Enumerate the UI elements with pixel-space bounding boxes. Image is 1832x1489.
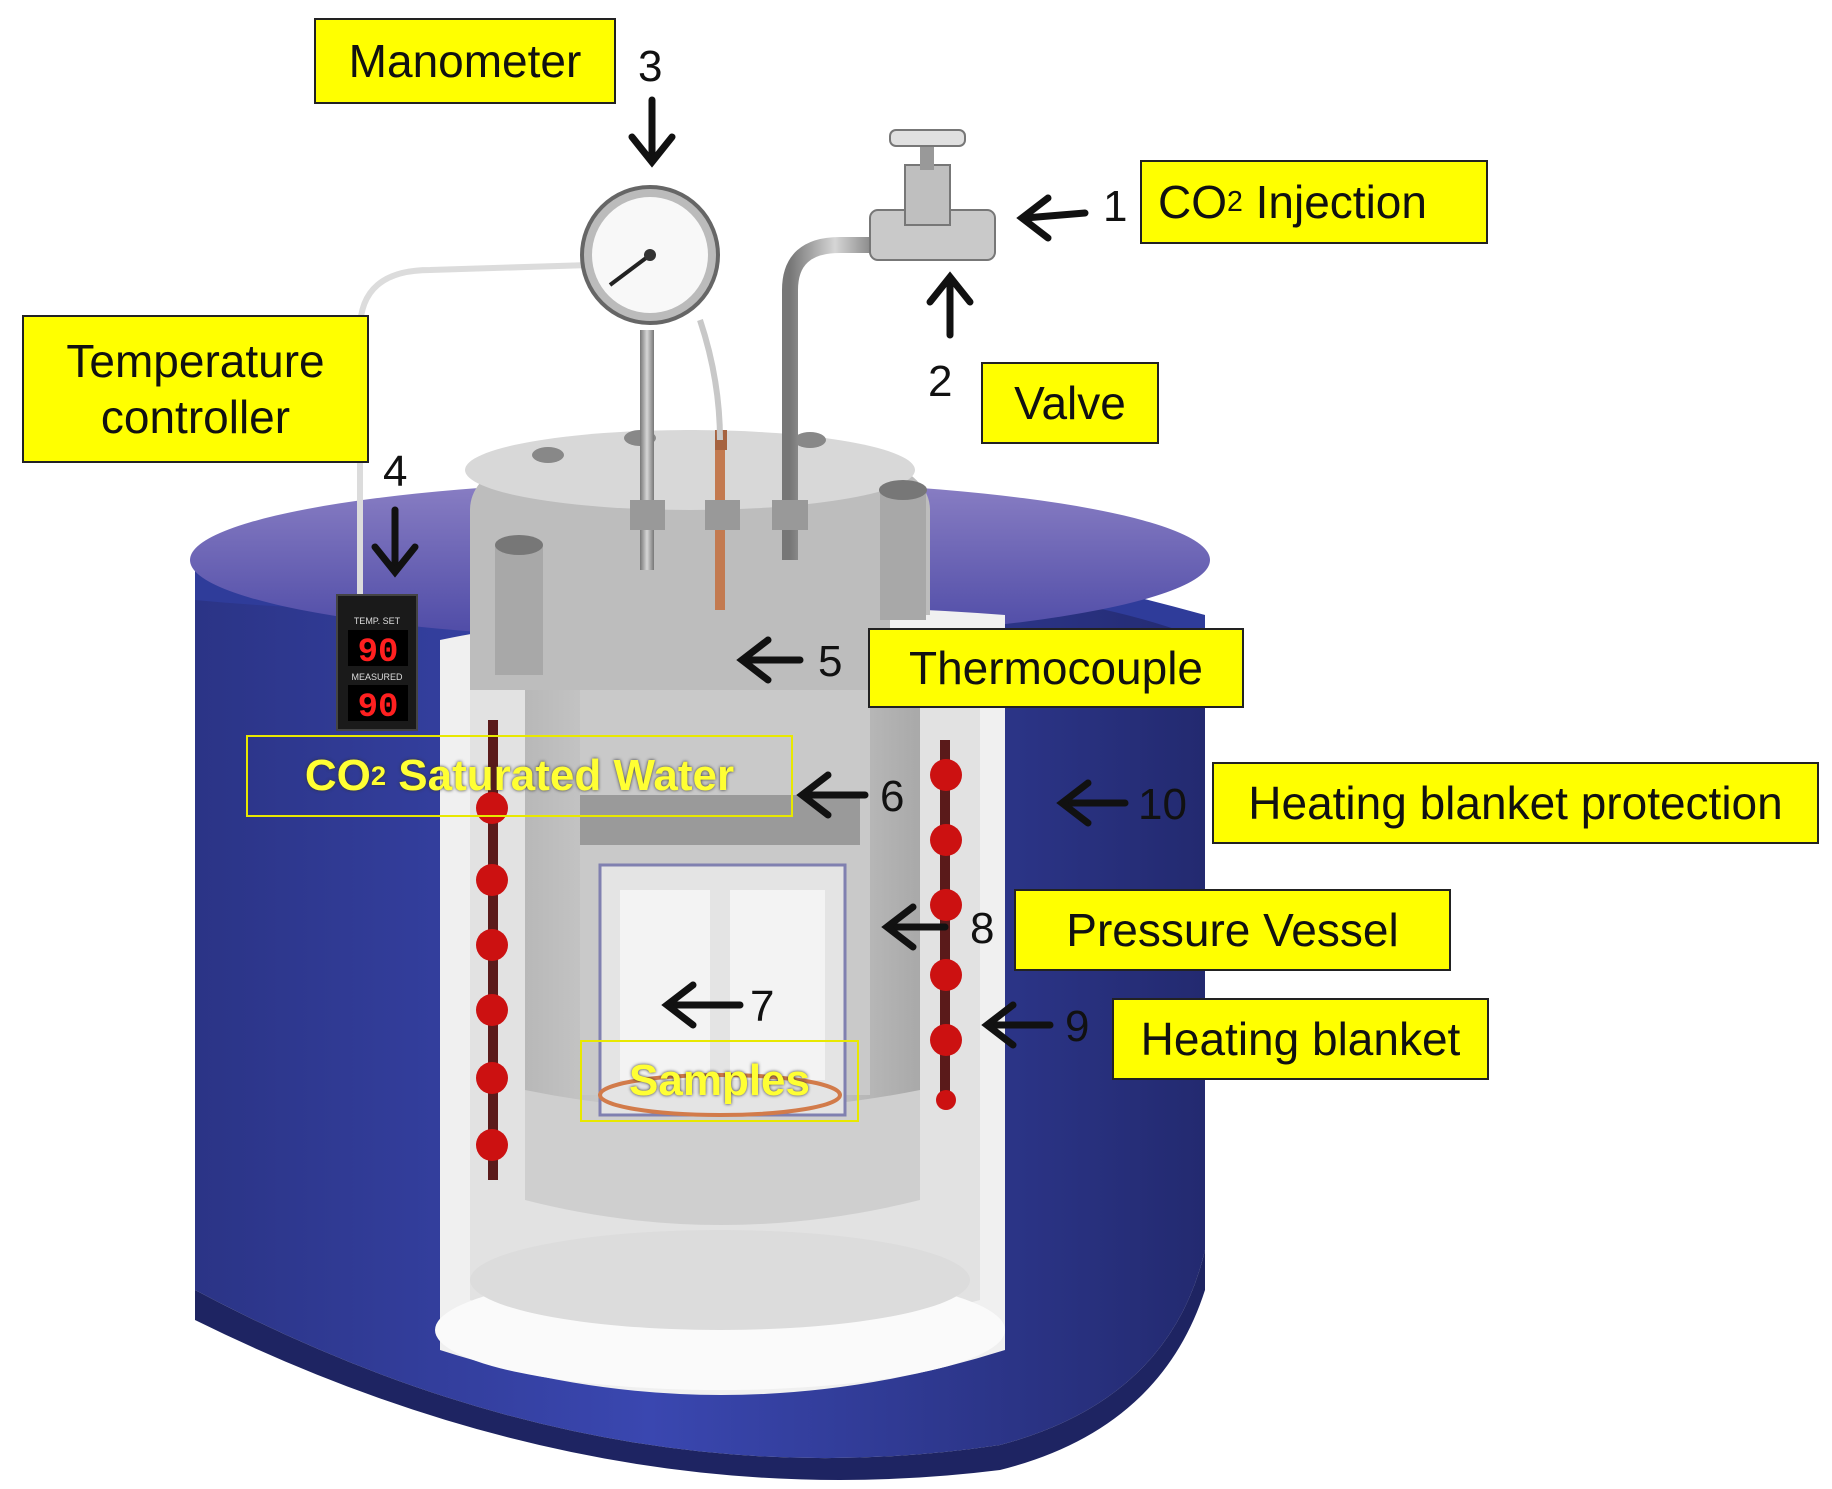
co2-injection-suffix: Injection — [1242, 176, 1427, 228]
controller-measured-value: 90 — [358, 689, 399, 727]
arrow-1 — [1016, 194, 1089, 242]
number-9: 9 — [1065, 1002, 1090, 1051]
injection-valve — [869, 129, 996, 261]
tubing — [357, 237, 880, 610]
number-10: 10 — [1138, 780, 1187, 829]
heating-blanket-coil — [476, 720, 962, 1180]
number-4: 4 — [383, 447, 408, 496]
arrow-10 — [1056, 779, 1129, 827]
number-3: 3 — [638, 42, 663, 91]
arrow-3 — [628, 96, 676, 168]
arrow-7 — [661, 981, 744, 1029]
label-pressure-vessel: Pressure Vessel — [1014, 889, 1451, 971]
number-8: 8 — [970, 904, 995, 953]
number-6: 6 — [880, 772, 905, 821]
controller-set-value: 90 — [358, 634, 399, 672]
callout-arrows — [371, 96, 1129, 1049]
arrow-8 — [881, 903, 949, 951]
arrow-4 — [371, 506, 419, 578]
arrow-2 — [926, 271, 974, 339]
label-manometer: Manometer — [314, 18, 616, 104]
co2-water-prefix: CO — [304, 751, 371, 800]
label-samples: Samples — [580, 1040, 859, 1122]
controller-measured-caption: MEASURED — [351, 672, 403, 682]
pressure-gauge — [580, 185, 720, 325]
label-temperature-controller: Temperature controller — [22, 315, 369, 463]
label-heating-blanket: Heating blanket — [1112, 998, 1489, 1080]
number-1: 1 — [1103, 182, 1128, 231]
temperature-controller-device — [336, 594, 418, 731]
temperature-controller-line2: controller — [100, 391, 291, 443]
temperature-controller-line1: Temperature — [66, 334, 325, 387]
number-2: 2 — [928, 357, 953, 406]
label-valve: Valve — [981, 362, 1159, 444]
arrow-9 — [981, 1001, 1054, 1049]
number-7: 7 — [750, 982, 775, 1031]
co2-water-suffix: Saturated Water — [386, 751, 735, 800]
arrow-5 — [736, 636, 804, 684]
label-heating-blanket-protection: Heating blanket protection — [1212, 762, 1819, 844]
co2-injection-prefix: CO — [1158, 176, 1227, 228]
number-5: 5 — [818, 637, 843, 686]
label-thermocouple: Thermocouple — [868, 628, 1244, 708]
arrow-6 — [796, 771, 869, 819]
controller-set-caption: TEMP. SET — [354, 616, 401, 626]
